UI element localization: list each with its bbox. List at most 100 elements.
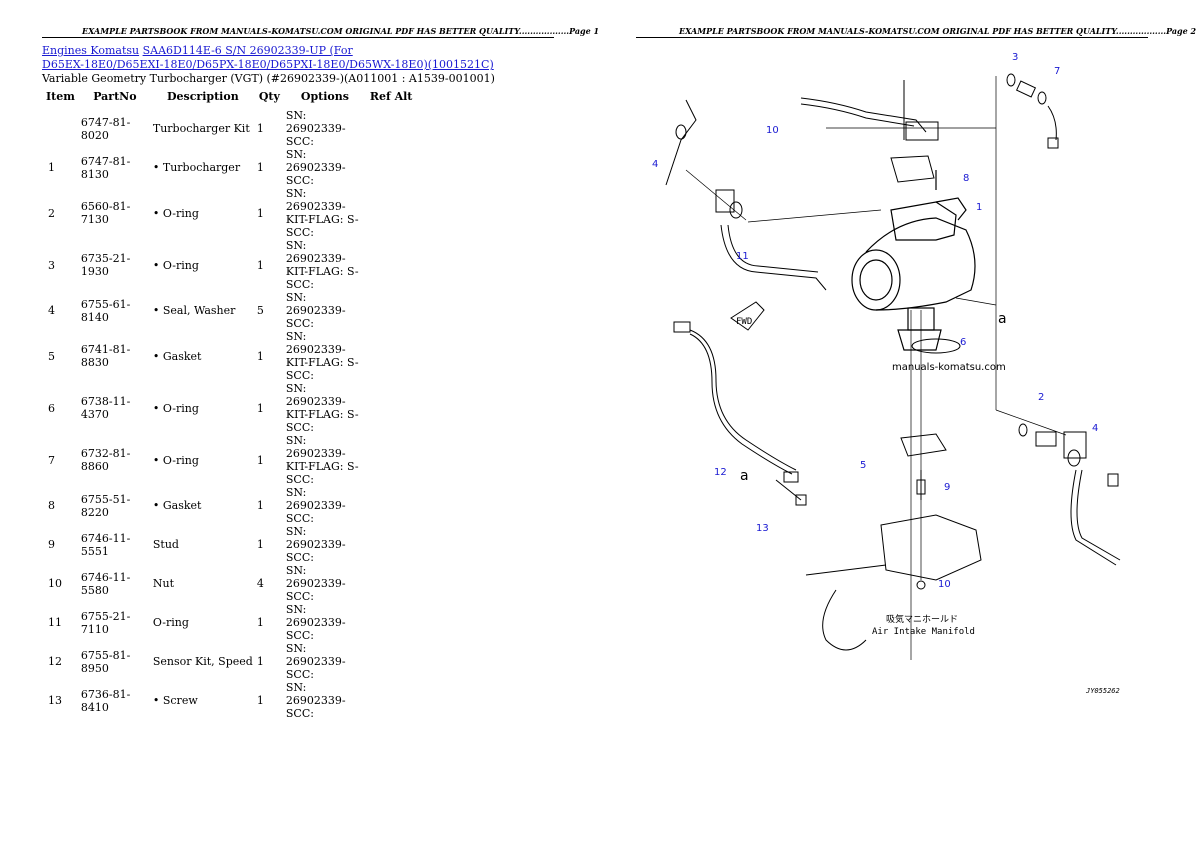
option-line: SCC: bbox=[285, 421, 314, 434]
breadcrumb-link-model-cont[interactable]: D65EX-18E0/D65EXI-18E0/D65PX-18E0/D65PXI… bbox=[42, 58, 494, 71]
part-quantity: 1 bbox=[256, 499, 264, 512]
part-quantity: 4 bbox=[256, 577, 264, 590]
breadcrumb-link-engines[interactable]: Engines Komatsu bbox=[42, 44, 140, 57]
breadcrumb-link-model[interactable]: SAA6D114E-6 S/N 26902339-UP (For bbox=[142, 44, 353, 57]
part-description: • O-ring bbox=[152, 453, 199, 467]
option-line: SCC: bbox=[285, 668, 314, 681]
part-options: SN: 26902339-SCC: bbox=[284, 564, 366, 603]
part-number: 6755-51-8220 bbox=[80, 492, 131, 519]
callout-2: 2 bbox=[1038, 392, 1044, 403]
option-line: SCC: bbox=[285, 629, 314, 642]
part-quantity: 1 bbox=[256, 694, 264, 707]
callout-1: 1 bbox=[976, 202, 982, 213]
part-number: 6755-81-8950 bbox=[80, 648, 131, 675]
header-rule-left bbox=[42, 37, 554, 38]
part-description: Turbocharger Kit bbox=[152, 122, 250, 135]
item-number: 13 bbox=[48, 694, 62, 707]
top-right-fitting bbox=[1006, 73, 1059, 149]
top-oil-pipe bbox=[800, 80, 939, 141]
part-options: SN: 26902339-SCC: bbox=[284, 291, 366, 330]
part-options: SN: 26902339-SCC: bbox=[284, 148, 366, 187]
part-description: • Seal, Washer bbox=[152, 304, 236, 317]
part-ref-alt bbox=[366, 486, 417, 525]
col-header-ref-alt: Ref Alt bbox=[369, 90, 413, 103]
callout-7: 7 bbox=[1054, 66, 1060, 77]
part-number: 6560-81-7130 bbox=[80, 200, 131, 226]
option-line: SN: 26902339- bbox=[285, 187, 346, 213]
part-number: 6746-11-5580 bbox=[80, 570, 131, 597]
callout-a-right: a bbox=[998, 311, 1007, 327]
option-line: SCC: bbox=[285, 317, 314, 330]
option-line: SN: 26902339- bbox=[285, 564, 346, 590]
callout-3: 3 bbox=[1012, 52, 1018, 63]
exploded-diagram-page: FWD bbox=[636, 0, 1148, 842]
option-line: SN: 26902339- bbox=[285, 486, 346, 512]
part-options: SN: 26902339-SCC: bbox=[284, 603, 366, 642]
part-description: • O-ring bbox=[152, 401, 199, 415]
option-line: SCC: bbox=[285, 590, 314, 603]
part-options: SN: 26902339-SCC: bbox=[284, 681, 366, 720]
part-quantity: 1 bbox=[256, 122, 264, 135]
option-line: KIT-FLAG: S- bbox=[285, 460, 359, 473]
part-options: SN: 26902339-KIT-FLAG: S-SCC: bbox=[284, 434, 366, 486]
part-quantity: 1 bbox=[256, 538, 264, 551]
option-line: KIT-FLAG: S- bbox=[285, 408, 359, 421]
part-options: SN: 26902339-SCC: bbox=[284, 486, 366, 525]
part-quantity: 1 bbox=[256, 616, 264, 629]
gasket-6 bbox=[911, 338, 961, 354]
option-line: SN: 26902339- bbox=[285, 330, 346, 356]
part-number: 6755-61-8140 bbox=[80, 297, 131, 324]
part-description: • Screw bbox=[152, 694, 198, 707]
option-line: SCC: bbox=[285, 135, 314, 148]
air-intake-manifold bbox=[805, 514, 982, 651]
page-header-right: EXAMPLE PARTSBOOK FROM MANUALS-KOMATSU.C… bbox=[679, 26, 1196, 36]
option-line: SN: 26902339- bbox=[285, 434, 346, 460]
item-number: 2 bbox=[48, 206, 55, 220]
item-number: 9 bbox=[48, 538, 55, 551]
item-number bbox=[42, 109, 79, 148]
part-number: 6755-21-7110 bbox=[80, 609, 131, 636]
option-line: SN: 26902339- bbox=[285, 109, 346, 135]
callout-4-right: 4 bbox=[1092, 423, 1098, 434]
item-number: 4 bbox=[48, 304, 55, 317]
callout-13: 13 bbox=[756, 523, 769, 534]
part-ref-alt bbox=[366, 291, 417, 330]
part-description: • O-ring bbox=[152, 206, 199, 220]
part-ref-alt bbox=[366, 330, 417, 382]
stud-9 bbox=[916, 470, 926, 500]
option-line: SN: 26902339- bbox=[285, 382, 346, 408]
option-line: SN: 26902339- bbox=[285, 525, 346, 551]
option-line: SCC: bbox=[285, 707, 314, 720]
col-header-options: Options bbox=[300, 90, 349, 103]
option-line: SCC: bbox=[285, 473, 314, 486]
caption-english: Air Intake Manifold bbox=[872, 627, 975, 637]
screw-13 bbox=[775, 479, 807, 506]
callout-6: 6 bbox=[960, 337, 966, 348]
part-number: 6738-11-4370 bbox=[80, 395, 131, 421]
item-number: 8 bbox=[48, 499, 55, 512]
part-options: SN: 26902339-KIT-FLAG: S-SCC: bbox=[284, 330, 366, 382]
part-options: SN: 26902339-KIT-FLAG: S-SCC: bbox=[284, 239, 366, 291]
part-ref-alt bbox=[366, 681, 417, 720]
part-description: O-ring bbox=[152, 616, 189, 629]
figure-code: JY055262 bbox=[1085, 687, 1120, 695]
part-quantity: 5 bbox=[256, 304, 264, 317]
part-description: Sensor Kit, Speed bbox=[152, 655, 253, 668]
part-quantity: 1 bbox=[256, 161, 264, 174]
leader-lines bbox=[685, 76, 1067, 660]
item-number: 1 bbox=[48, 161, 55, 174]
callout-labels: 3 7 10 8 1 4 11 a 6 2 4 5 9 12 a 13 10 bbox=[652, 52, 1098, 590]
turbocharger-body bbox=[851, 170, 976, 351]
item-number: 6 bbox=[48, 401, 55, 415]
callout-12: 12 bbox=[714, 467, 727, 478]
option-line: SCC: bbox=[285, 174, 314, 187]
col-header-qty: Qty bbox=[258, 90, 280, 103]
part-description: • Turbocharger bbox=[152, 161, 241, 174]
